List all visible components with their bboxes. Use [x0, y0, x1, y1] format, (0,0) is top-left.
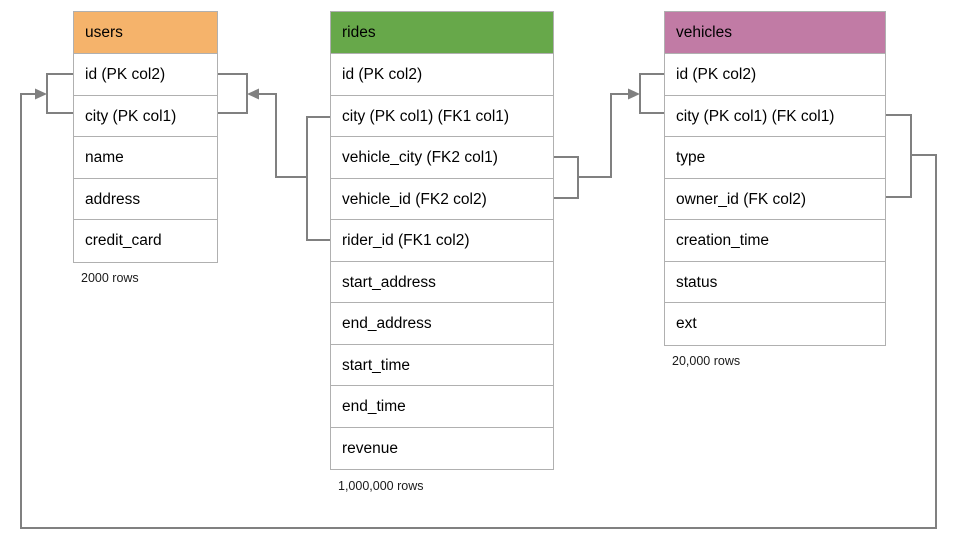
entity-vehicles-header: vehicles: [665, 12, 885, 54]
connector-vehicles-fk-to-users: [20, 73, 937, 529]
entity-vehicles-title: vehicles: [676, 24, 732, 41]
bracket-vehicles-right: [886, 114, 912, 198]
field-rides-vehicle-city[interactable]: vehicle_city (FK2 col1): [331, 137, 553, 179]
field-rides-start-time[interactable]: start_time: [331, 345, 553, 386]
field-vehicles-owner-id[interactable]: owner_id (FK col2): [665, 179, 885, 220]
row-count-users: 2000 rows: [81, 271, 139, 285]
field-users-name[interactable]: name: [74, 137, 217, 179]
field-vehicles-status[interactable]: status: [665, 262, 885, 303]
field-rides-rider-id[interactable]: rider_id (FK1 col2): [331, 220, 553, 262]
field-rides-end-time[interactable]: end_time: [331, 386, 553, 428]
field-rides-revenue[interactable]: revenue: [342, 439, 399, 457]
entity-rides[interactable]: rides id (PK col2) city (PK col1) (FK1 c…: [330, 11, 554, 470]
field-rides-end-address[interactable]: end_address: [331, 303, 553, 345]
row-count-rides: 1,000,000 rows: [338, 479, 424, 493]
field-rides-start-address[interactable]: start_address: [331, 262, 553, 303]
field-users-address[interactable]: address: [74, 179, 217, 220]
bracket-users-right: [218, 73, 248, 114]
field-vehicles-type[interactable]: type: [665, 137, 885, 179]
bracket-rides-fk1: [306, 116, 330, 241]
entity-users-header: users: [74, 12, 217, 54]
field-vehicles-city[interactable]: city (PK col1) (FK col1): [665, 96, 885, 137]
bracket-users-left: [46, 73, 73, 114]
field-rides-city[interactable]: city (PK col1) (FK1 col1): [331, 96, 553, 137]
row-count-vehicles: 20,000 rows: [672, 354, 741, 368]
connector-rides-fk2-to-vehicles: [554, 73, 664, 199]
bracket-rides-fk2: [554, 156, 579, 199]
entity-rides-header: rides: [331, 12, 553, 54]
field-users-id[interactable]: id (PK col2): [74, 54, 217, 96]
field-vehicles-id[interactable]: id (PK col2): [665, 54, 885, 96]
arrowhead-into-users-right: [247, 88, 259, 100]
entity-users[interactable]: users id (PK col2) city (PK col1) name a…: [73, 11, 218, 263]
field-rides-id[interactable]: id (PK col2): [331, 54, 553, 96]
field-vehicles-ext[interactable]: ext: [676, 315, 697, 332]
connector-rides-fk1-to-users: [218, 73, 330, 241]
bracket-vehicles-left: [639, 73, 664, 114]
arrowhead-into-vehicles-left: [628, 88, 640, 100]
field-users-city[interactable]: city (PK col1): [74, 96, 217, 137]
entity-rides-title: rides: [342, 24, 376, 41]
entity-vehicles[interactable]: vehicles id (PK col2) city (PK col1) (FK…: [664, 11, 886, 346]
field-vehicles-creation-time[interactable]: creation_time: [665, 220, 885, 262]
line-rides-fk2-to-vehicles: [578, 93, 634, 178]
field-rides-vehicle-id[interactable]: vehicle_id (FK2 col2): [331, 179, 553, 220]
line-rides-fk1-to-users: [253, 93, 307, 178]
arrowhead-into-users-left: [35, 88, 47, 100]
line-vehicles-fk-to-users: [20, 93, 937, 529]
entity-users-title: users: [85, 24, 123, 41]
field-users-credit-card[interactable]: credit_card: [85, 232, 162, 249]
